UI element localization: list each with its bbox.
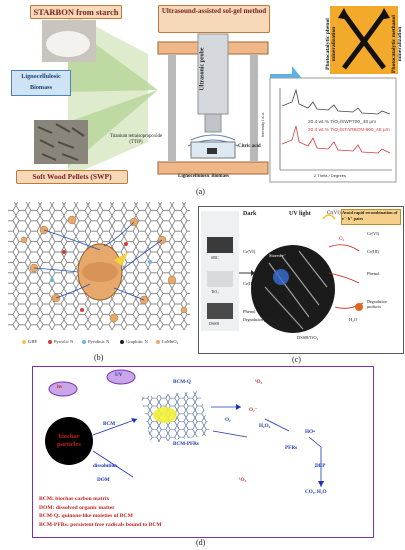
xrd-ylabel: Intensity / a.u.: [259, 112, 265, 137]
notes-block: BCM: biochar carbon matrix DOM: dissolve…: [39, 495, 162, 529]
ttip-label: Titanium tetraisopropoxide (TTIP): [106, 134, 166, 146]
probe-label: Ultrasonic probe: [199, 47, 206, 91]
phenol-label: Photocatalytic phenol mineralization: [325, 18, 337, 70]
cr6-right: Cr(VI): [367, 231, 380, 236]
o2-label: O₂: [339, 237, 345, 242]
cr6-left: Cr(VI): [243, 249, 256, 254]
hv-badge: hv: [57, 384, 63, 390]
stored-electrons: Stored e⁻: [269, 253, 287, 258]
methanol-label: Photocatalytic methanol mineralization: [391, 15, 403, 73]
caption-c: (c): [292, 355, 301, 364]
phenol-left: Phenol: [243, 309, 256, 314]
o2-radical-label: O₂⁻: [249, 407, 258, 413]
degradation-left: Degradation products: [243, 317, 278, 322]
singlet-top: ¹O₂: [255, 379, 263, 385]
avoid-text: Avoid rapid recombination of e⁻-h⁺ pairs: [342, 210, 398, 221]
graphene-diagram: [8, 202, 190, 344]
caption-d: (d): [196, 538, 206, 547]
dom-label: DOM: [97, 477, 110, 483]
products-label: CO₂, H₂O: [305, 489, 327, 495]
uv-label: UV: [115, 372, 123, 378]
legend-graphitic: Graphitic N: [126, 339, 148, 344]
ultrasound-text: Ultrasound-assisted sol-gel method: [161, 7, 267, 15]
sample-tio2: TiO₂: [211, 289, 219, 294]
panel-c-graphics: [201, 211, 364, 333]
avoid-box: Avoid rapid recombination of e⁻-h⁺ pairs: [341, 209, 401, 225]
singlet-bottom: ¹O₂: [239, 477, 247, 483]
sample-dssb: DSSB: [209, 321, 220, 326]
note-bcm: BCM: biochar carbon matrix: [39, 496, 110, 502]
h2o-label: H₂O: [349, 317, 358, 322]
xrd-xlabel: 2 Theta / Degrees: [314, 173, 346, 178]
uv-light-label: UV light: [289, 211, 311, 217]
bottom-biomass-label: Lignocellulosic Biomass: [178, 174, 229, 179]
dissolution-label: dissolution: [93, 463, 117, 469]
citric-label: Citric acid: [238, 144, 261, 149]
legend-swp: 20.4 wt.% TiO₂/SWP700_48 μm: [308, 120, 377, 125]
phenol-right: Phenol: [367, 271, 380, 276]
dark-label: Dark: [243, 211, 257, 217]
degradation-right: Degradation products: [367, 299, 387, 309]
legend-gbe: GBE: [28, 339, 38, 344]
starbon-label: STARBON from starch: [30, 5, 122, 19]
dep-label: DEP: [315, 463, 326, 469]
caption-b: (b): [94, 353, 104, 362]
ultrasound-label: Ultrasound-assisted sol-gel method: [158, 5, 270, 33]
ttip-text: Titanium tetraisopropoxide (TTIP): [109, 134, 163, 145]
bcmq-label: BCM-Q: [173, 379, 191, 385]
pfrs-label: PFRs: [285, 445, 298, 451]
lignocellulosic-box: Lignocellulosic Biomass: [11, 70, 71, 96]
biochar-label: biochar particles: [57, 433, 81, 448]
sample-sbc: SBC: [211, 255, 219, 260]
legend-pyridinic: Pyridinic N: [88, 339, 110, 344]
panel-b: GBE Pyrrolic N Pyridinic N Graphitic N L…: [4, 200, 194, 350]
legend-pyrrolic: Pyrrolic N: [54, 339, 74, 344]
note-dom: DOM: dissolved organic matter: [39, 504, 115, 511]
panel-c: Dark UV light Cr(VI) Avoid rapid recombi…: [198, 206, 404, 354]
cr6-label: Cr(VI): [327, 211, 341, 216]
h2o2-label: H₂O₂: [259, 423, 271, 429]
swp-label: Soft Wood Pellets (SWP): [16, 170, 128, 184]
panel-d-graphics: [45, 369, 324, 487]
lignocellulosic-label: Lignocellulosic Biomass: [21, 73, 61, 91]
caption-a: (a): [196, 187, 205, 196]
legend-starbon: 20.4 wt.% TiO₂/STARBON-800_48 μm: [308, 128, 390, 133]
legend-lamno3: LaMnO₃: [162, 339, 179, 344]
panel-a-graphics: [34, 6, 398, 183]
bcmpfrs-label: BCM-PFRs: [173, 441, 199, 447]
cr3-left: Cr(III): [243, 281, 255, 286]
note-bcmq: BCM-Q: quinone-like moieties of BCM: [39, 513, 133, 519]
note-bcmpfrs: BCM-PFRs: persistent free radicals bound…: [39, 521, 162, 528]
dssb-tio2-label: DSSB/TiO₂: [297, 335, 319, 340]
o2-label: O₂: [225, 417, 231, 423]
cr3-right: Cr(III): [367, 249, 379, 254]
bcm-label: BCM: [103, 421, 116, 427]
ho-label: HO•: [305, 429, 315, 435]
panel-d: UV hv biochar particles BCM BCM-Q ¹O₂ BC…: [32, 366, 374, 538]
panel-a: STARBON from starch Lignocellulosic Biom…: [8, 2, 403, 184]
